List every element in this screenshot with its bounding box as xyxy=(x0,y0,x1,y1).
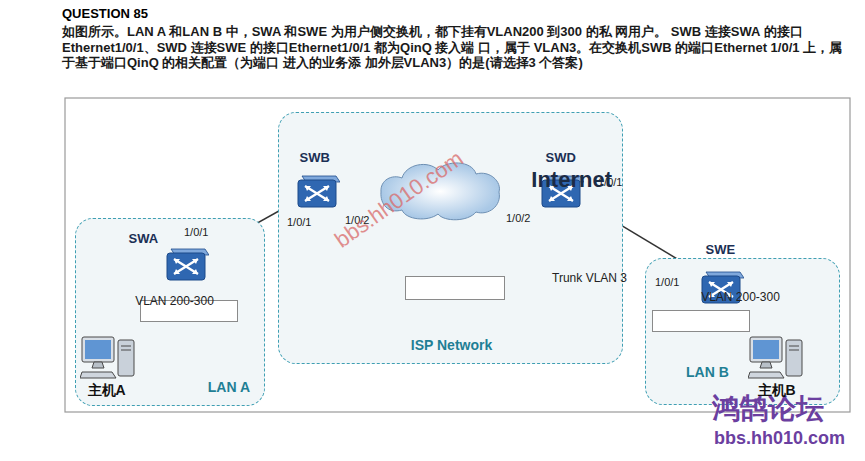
vlan-box: VLAN 200-300 xyxy=(652,310,750,332)
region-label: LAN A xyxy=(208,379,250,395)
vlan-box: VLAN 200-300 xyxy=(140,300,238,322)
region-label: ISP Network xyxy=(411,337,492,353)
box-label: VLAN 200-300 xyxy=(701,290,780,304)
box-label: Trunk VLAN 3 xyxy=(552,271,627,285)
trunk-box: Trunk VLAN 3 xyxy=(405,276,505,300)
lan-region: LAN ASWAVLAN 200-300主机A xyxy=(75,218,265,406)
host-computer: 主机B xyxy=(748,334,804,380)
port-label: 1/0/1 xyxy=(184,226,208,238)
switch-symbol xyxy=(296,172,340,208)
switch-label: SWB xyxy=(300,150,330,198)
diagram-frame xyxy=(65,98,850,412)
port-label: 1/0/1 xyxy=(655,276,679,288)
switch-label: SWD xyxy=(546,150,576,198)
computer-symbol xyxy=(748,334,804,380)
computer-symbol xyxy=(80,334,136,380)
question-text: 如图所示。LAN A 和LAN B 中，SWA 和SWE 为用户侧交换机，都下挂… xyxy=(62,24,852,71)
watermark-logo: 鸿鹄论坛 xyxy=(712,390,824,428)
port-label: 1/0/2 xyxy=(506,212,530,224)
switch-icon: SWB xyxy=(296,172,340,208)
box-label: VLAN 200-300 xyxy=(135,294,214,308)
switch-label: SWA xyxy=(129,231,195,271)
switch-icon: SWA xyxy=(165,245,209,281)
cloud-label: Internet xyxy=(531,167,612,193)
region-label: LAN B xyxy=(686,364,729,380)
switch-label: SWE xyxy=(706,242,736,280)
question-title: QUESTION 85 xyxy=(62,6,148,21)
host-computer: 主机A xyxy=(80,334,136,380)
watermark-url: bbs.hh010.com xyxy=(714,428,845,449)
switch-symbol xyxy=(165,245,209,281)
port-label: 1/0/1 xyxy=(287,216,311,228)
